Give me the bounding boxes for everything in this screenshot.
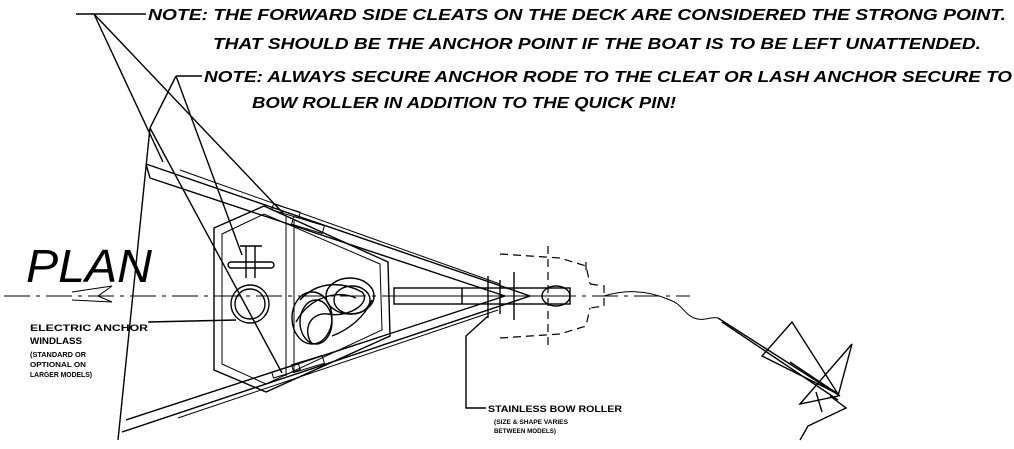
stowed-anchor-outline <box>499 246 605 348</box>
view-title: PLAN <box>26 240 153 292</box>
anchor-rode <box>603 291 719 320</box>
bow-roller <box>393 272 571 320</box>
note1-line2: THAT SHOULD BE THE ANCHOR POINT IF THE B… <box>213 36 981 53</box>
rope-coil <box>291 277 375 345</box>
windlass-label-sub3: LARGER MODELS) <box>30 372 92 379</box>
windlass-icon <box>230 284 270 324</box>
note1-line1: NOTE: THE FORWARD SIDE CLEATS ON THE DEC… <box>148 7 1006 24</box>
windlass-label-sub2: OPTIONAL ON <box>30 362 86 369</box>
note-leaders <box>76 13 284 441</box>
roller-leader <box>465 315 489 409</box>
port-cleat <box>271 203 326 235</box>
roller-label-sub1: (SIZE & SHAPE VARIES <box>494 419 569 426</box>
roller-label-line1: STAINLESS BOW ROLLER <box>488 404 622 415</box>
centerline-arrow <box>71 285 113 303</box>
roller-label-sub2: BETWEEN MODELS) <box>494 428 556 435</box>
windlass-leader <box>147 319 237 323</box>
note2-line1: NOTE: ALWAYS SECURE ANCHOR RODE TO THE C… <box>204 69 1012 86</box>
windlass-label-line2: WINDLASS <box>30 336 82 347</box>
note2-line2: BOW ROLLER IN ADDITION TO THE QUICK PIN! <box>252 95 676 112</box>
windlass-label-sub1: (STANDARD OR <box>30 352 86 359</box>
windlass-label-line1: ELECTRIC ANCHOR <box>30 323 148 334</box>
starboard-cleat <box>271 354 326 379</box>
deck-cleat <box>227 245 275 278</box>
anchor-icon <box>717 317 853 441</box>
